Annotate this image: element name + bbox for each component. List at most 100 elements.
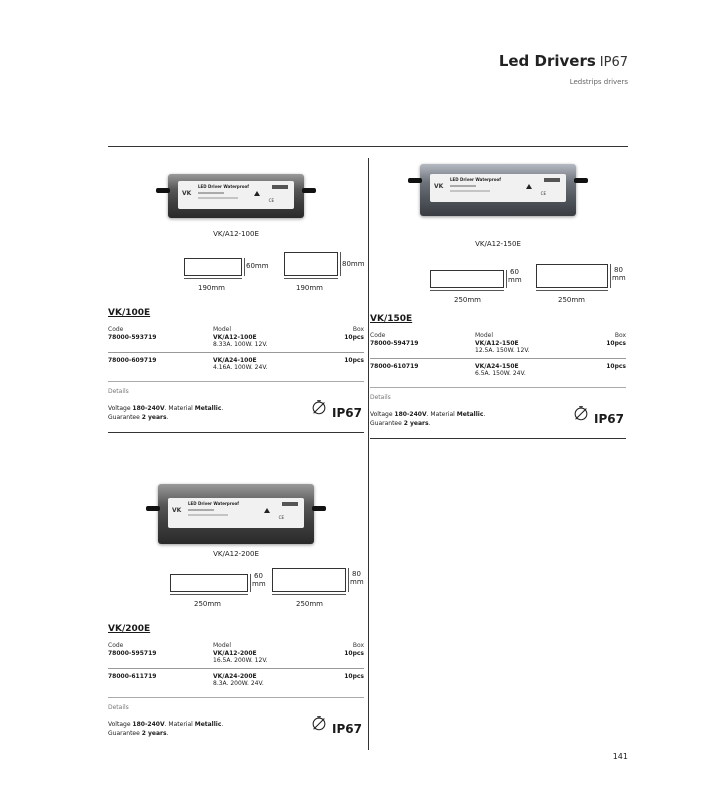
details-fragment: . bbox=[221, 405, 224, 412]
certification-icon: CE bbox=[540, 191, 546, 196]
details-text: Voltage 180-240V. Material Metallic. Gua… bbox=[370, 410, 626, 428]
table-header: Code Model Box bbox=[370, 332, 626, 339]
width-dimline bbox=[536, 290, 608, 291]
driver-label: VK LED Driver Waterproof CE bbox=[168, 498, 304, 528]
certification-icon: CE bbox=[278, 515, 284, 520]
model-spec: 4.16A. 100W. 24V. bbox=[213, 364, 268, 371]
model-spec: 12.5A. 150W. 12V. bbox=[475, 347, 530, 354]
top-view-rect bbox=[284, 252, 338, 276]
details-fragment: . Material bbox=[164, 721, 195, 728]
details-divider bbox=[108, 697, 364, 698]
dimension-diagram: 60 mm 250mm 80 mm 250mm bbox=[370, 264, 626, 316]
details-block: Voltage 180-240V. Material Metallic. Gua… bbox=[108, 716, 364, 744]
width-dimline bbox=[430, 290, 504, 291]
details-block: Voltage 180-240V. Material Metallic. Gua… bbox=[108, 400, 364, 428]
photo-caption: VK/A12-150E bbox=[475, 240, 521, 248]
col-model: Model bbox=[213, 642, 232, 649]
width-label: 250mm bbox=[558, 296, 585, 304]
details-fragment: . bbox=[166, 730, 169, 737]
label-line bbox=[188, 509, 214, 511]
cell-box: 10pcs bbox=[344, 334, 364, 341]
col-model: Model bbox=[213, 326, 232, 333]
section-title: VK/200E bbox=[108, 624, 151, 634]
cell-code: 78000-594719 bbox=[370, 340, 419, 347]
height-label: 60 bbox=[254, 572, 263, 580]
warning-icon bbox=[264, 508, 270, 513]
no-dimming-icon bbox=[312, 716, 326, 731]
details-fragment: . Material bbox=[426, 411, 457, 418]
barcode-icon bbox=[282, 502, 298, 506]
model-name: VK/A12-150E bbox=[475, 340, 519, 347]
col-code: Code bbox=[108, 642, 124, 649]
details-fragment: . bbox=[483, 411, 486, 418]
title-ip: IP67 bbox=[599, 55, 628, 70]
height-unit: mm bbox=[508, 276, 522, 284]
cable-right bbox=[312, 506, 326, 511]
photo-caption: VK/A12-200E bbox=[213, 550, 259, 558]
driver-image: VK LED Driver Waterproof CE bbox=[408, 164, 588, 216]
height-unit: mm bbox=[350, 578, 364, 586]
label-line bbox=[198, 197, 238, 199]
col-code: Code bbox=[108, 326, 124, 333]
title-text: Led Drivers bbox=[498, 52, 596, 70]
model-name: VK/A24-200E bbox=[213, 673, 257, 680]
brand-logo-icon: VK bbox=[434, 183, 444, 190]
certification-icon: CE bbox=[268, 198, 274, 203]
driver-image: VK LED Driver Waterproof CE bbox=[156, 174, 316, 218]
page-subtitle: Ledstrips drivers bbox=[569, 78, 628, 86]
product-photo: VK LED Driver Waterproof CE bbox=[370, 160, 626, 226]
details-text: Voltage 180-240V. Material Metallic. Gua… bbox=[108, 720, 364, 738]
cable-left bbox=[146, 506, 160, 511]
cable-right bbox=[302, 188, 316, 193]
height-dimline bbox=[250, 574, 251, 592]
ip67-badge: IP67 bbox=[594, 412, 624, 426]
model-name: VK/A24-150E bbox=[475, 363, 519, 370]
height-dimline bbox=[348, 568, 349, 592]
height-dimline bbox=[610, 264, 611, 288]
details-divider bbox=[370, 387, 626, 388]
label-line bbox=[188, 514, 228, 516]
table-header: Code Model Box bbox=[108, 642, 364, 649]
cell-box: 10pcs bbox=[606, 340, 626, 347]
height-dimline bbox=[340, 252, 341, 276]
width-dimline bbox=[284, 278, 338, 279]
cell-box: 10pcs bbox=[344, 673, 364, 680]
label-line bbox=[450, 190, 490, 192]
width-dimline bbox=[272, 594, 346, 595]
product-photo: VK LED Driver Waterproof CE bbox=[108, 170, 364, 226]
height-dimline bbox=[506, 270, 507, 288]
height-dimline bbox=[244, 258, 245, 276]
details-divider bbox=[108, 381, 364, 382]
cell-box: 10pcs bbox=[606, 363, 626, 370]
panel-bottom-line bbox=[370, 438, 626, 439]
guarantee-value: 2 years bbox=[141, 730, 167, 737]
side-view-rect bbox=[170, 574, 248, 592]
col-model: Model bbox=[475, 332, 494, 339]
details-fragment: Voltage bbox=[108, 721, 133, 728]
guarantee-value: 2 years bbox=[141, 414, 167, 421]
voltage-value: 180-240V bbox=[394, 411, 427, 418]
side-view-rect bbox=[430, 270, 504, 288]
driver-image: VK LED Driver Waterproof CE bbox=[146, 484, 326, 544]
guarantee-value: 2 years bbox=[403, 420, 429, 427]
cell-box: 10pcs bbox=[344, 650, 364, 657]
details-fragment: . Material bbox=[164, 405, 195, 412]
barcode-icon bbox=[544, 178, 560, 182]
voltage-value: 180-240V bbox=[132, 405, 165, 412]
details-fragment: . bbox=[221, 721, 224, 728]
width-label: 190mm bbox=[198, 284, 225, 292]
height-label: 80 bbox=[614, 266, 623, 274]
height-unit: mm bbox=[612, 274, 626, 282]
details-fragment: Guarantee bbox=[108, 414, 142, 421]
section-title: VK/100E bbox=[108, 308, 151, 318]
warning-icon bbox=[526, 184, 532, 189]
cell-code: 78000-611719 bbox=[108, 673, 157, 680]
details-text: Voltage 180-240V. Material Metallic. Gua… bbox=[108, 404, 364, 422]
model-name: VK/A12-100E bbox=[213, 334, 257, 341]
